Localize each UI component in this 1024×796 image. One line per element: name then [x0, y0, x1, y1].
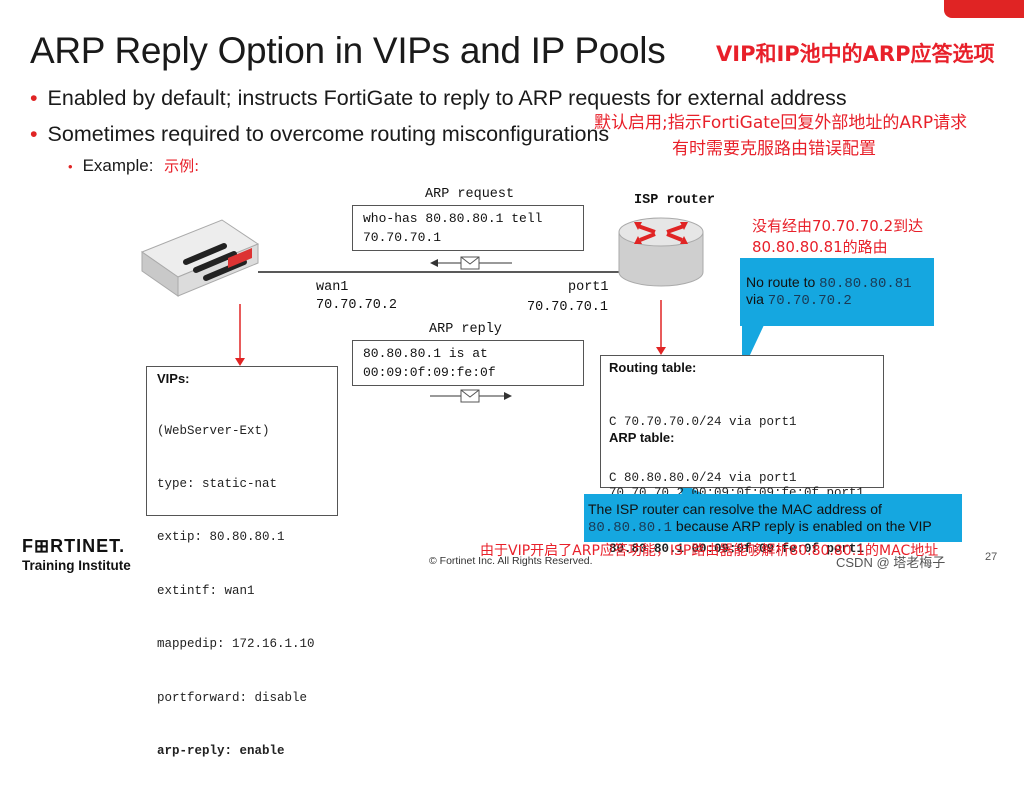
- bullet-2: • Sometimes required to overcome routing …: [30, 122, 609, 147]
- network-diagram: [140, 217, 764, 495]
- bullet-1-text: Enabled by default; instructs FortiGate …: [47, 86, 847, 110]
- vips-line: extip: 80.80.80.1: [157, 530, 285, 545]
- routing-line: C 80.80.80.0/24 via port1: [609, 470, 797, 485]
- no-route-callout: No route to 80.80.80.81 via 70.70.70.2: [740, 258, 934, 326]
- arp-reply-envelope-icon: [460, 389, 480, 403]
- arp-reply-line-1: 80.80.80.1 is at: [363, 346, 488, 361]
- no-route-pre: No route to: [746, 274, 820, 290]
- arp-request-box: who-has 80.80.80.1 tell 70.70.70.1: [352, 205, 584, 251]
- fortigate-device-icon: [140, 219, 260, 297]
- vips-heading: VIPs:: [157, 371, 190, 386]
- no-route-ip: 80.80.80.81: [819, 276, 912, 292]
- arp-reply-arrow-head-icon: [504, 392, 512, 400]
- isp-router-icon: [618, 217, 704, 287]
- isp-router-label: ISP router: [634, 193, 716, 208]
- copyright: © Fortinet Inc. All Rights Reserved.: [429, 555, 593, 567]
- arp-request-line-1: who-has 80.80.80.1 tell: [363, 211, 543, 226]
- no-route-line-1: No route to 80.80.80.81: [746, 274, 912, 293]
- routing-heading: Routing table:: [609, 360, 697, 375]
- vips-line: portforward: disable: [157, 690, 308, 705]
- vips-line: mappedip: 172.16.1.10: [157, 637, 315, 652]
- vip-arrow-head-icon: [235, 358, 245, 366]
- port-interface-ip: 70.70.70.1: [527, 300, 609, 315]
- no-route-via: via: [746, 291, 768, 307]
- bullet-2-text: Sometimes required to overcome routing m…: [47, 122, 610, 146]
- page-number: 27: [985, 551, 998, 563]
- resolve-rest: because ARP reply is enabled on the VIP: [672, 518, 932, 534]
- training-institute-label: Training Institute: [22, 558, 131, 573]
- vips-line: type: static-nat: [157, 476, 278, 491]
- vips-lines: (WebServer-Ext) type: static-nat extip: …: [157, 387, 315, 796]
- resolve-line-2: 80.80.80.1 because ARP reply is enabled …: [588, 518, 932, 537]
- no-route-cn: 没有经由70.70.70.2到达 80.80.80.81的路由: [752, 216, 923, 258]
- routing-lines: C 70.70.70.0/24 via port1 C 80.80.80.0/2…: [609, 376, 797, 524]
- vips-box: VIPs: (WebServer-Ext) type: static-nat e…: [146, 366, 338, 758]
- example-line: • Example: 示例:: [68, 155, 199, 176]
- page-title: ARP Reply Option in VIPs and IP Pools: [30, 30, 666, 71]
- bullet-dot-icon: •: [30, 122, 38, 146]
- wan-interface-ip: 70.70.70.2: [316, 298, 398, 313]
- resolve-ip: 80.80.80.1: [588, 520, 673, 536]
- routing-line: C 70.70.70.0/24 via port1: [609, 415, 797, 429]
- arp-request-label: ARP request: [425, 187, 515, 202]
- bullet-2-cn: 有时需要克服路由错误配置: [672, 139, 876, 159]
- router-arrow-head-icon: [656, 347, 666, 355]
- sub-bullet-dot-icon: •: [68, 159, 73, 174]
- corner-accent: [944, 0, 1024, 18]
- no-route-cn-line-1: 没有经由70.70.70.2到达: [752, 217, 924, 235]
- fortinet-logo: F⊞RTINET.: [22, 536, 126, 556]
- routing-table-box: Routing table: C 70.70.70.0/24 via port1…: [600, 355, 884, 556]
- arp-reply-box: 80.80.80.1 is at 00:09:0f:09:fe:0f: [352, 340, 584, 386]
- resolve-callout: The ISP router can resolve the MAC addre…: [584, 494, 962, 542]
- watermark: CSDN @ 塔老梅子: [836, 555, 946, 570]
- resolve-line-1: The ISP router can resolve the MAC addre…: [588, 501, 882, 517]
- no-route-cn-line-2: 80.80.80.81的路由: [752, 238, 888, 256]
- wan-interface-name: wan1: [316, 280, 349, 295]
- arp-request-arrow-head-icon: [430, 259, 438, 267]
- arp-request-envelope-icon: [460, 256, 480, 270]
- arp-request-line-2: 70.70.70.1: [363, 230, 442, 245]
- arp-reply-line-2: 00:09:0f:09:fe:0f: [363, 365, 496, 380]
- page-title-cn: VIP和IP池中的ARP应答选项: [716, 42, 995, 66]
- port-interface-name: port1: [568, 280, 609, 295]
- vips-line: (WebServer-Ext): [157, 423, 270, 438]
- bullet-dot-icon: •: [30, 86, 38, 110]
- no-route-line-2: via 70.70.70.2: [746, 291, 852, 310]
- bullet-1-cn: 默认启用;指示FortiGate回复外部地址的ARP请求: [594, 113, 968, 133]
- resolve-cn: 由于VIP开启了ARP应答功能，ISP路由器能够解析80.80.80.1的MAC…: [480, 543, 939, 559]
- arp-table-heading: ARP table:: [609, 430, 675, 445]
- no-route-via-ip: 70.70.70.2: [767, 293, 852, 309]
- example-label: Example:: [82, 156, 154, 175]
- vips-arp-reply-line: arp-reply: enable: [157, 743, 285, 758]
- vips-line: extintf: wan1: [157, 583, 255, 598]
- example-cn: 示例:: [164, 157, 200, 175]
- arp-reply-label: ARP reply: [429, 322, 502, 337]
- bullet-1: • Enabled by default; instructs FortiGate…: [30, 86, 847, 111]
- arp-table-bold-line: 80.80.80.1 00:09:0f:09:fe:0f port1: [609, 541, 865, 556]
